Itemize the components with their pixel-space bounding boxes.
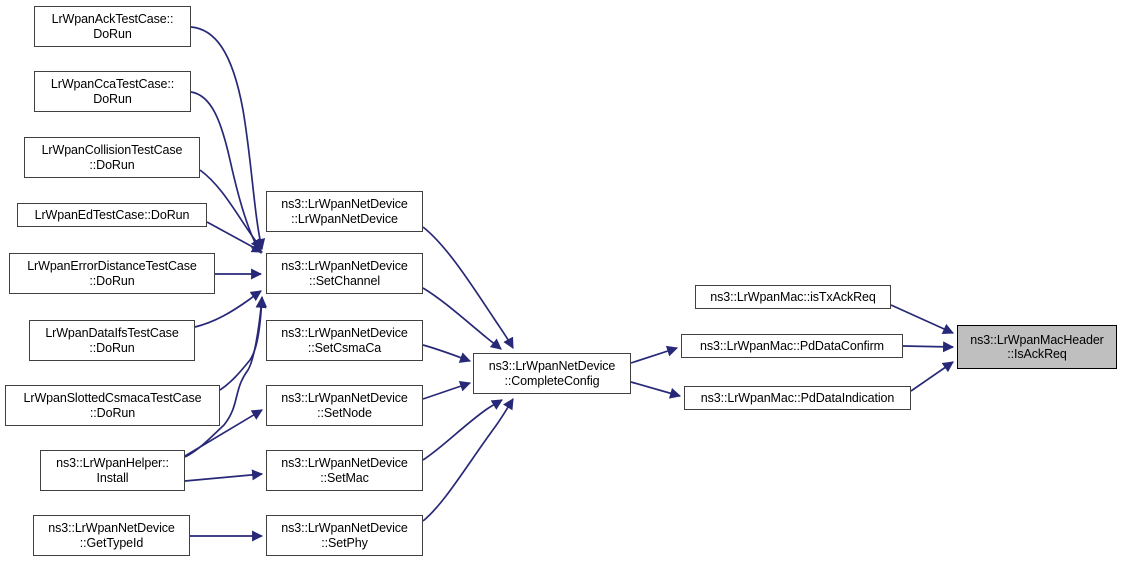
edge-complete-to-pddataconfirm [630, 345, 679, 364]
node-label-dataifs: LrWpanDataIfsTestCase ::DoRun [45, 326, 179, 355]
node-setmac[interactable]: ns3::LrWpanNetDevice ::SetMac [266, 450, 423, 491]
node-setcsmaca[interactable]: ns3::LrWpanNetDevice ::SetCsmaCa [266, 320, 423, 361]
node-errordist[interactable]: LrWpanErrorDistanceTestCase ::DoRun [9, 253, 215, 294]
edge-setmac-to-complete [422, 399, 503, 461]
node-label-setphy: ns3::LrWpanNetDevice ::SetPhy [281, 521, 408, 550]
node-label-setnode: ns3::LrWpanNetDevice ::SetNode [281, 391, 408, 420]
edge-istxackreq-to-macheader [890, 304, 955, 334]
node-pddataind[interactable]: ns3::LrWpanMac::PdDataIndication [684, 386, 911, 410]
node-label-slotted: LrWpanSlottedCsmacaTestCase ::DoRun [23, 391, 202, 420]
edge-dataifs-to-setchannel [194, 290, 262, 328]
edge-ctor-to-complete [422, 226, 514, 349]
edge-install-to-setchannel [184, 296, 267, 458]
node-istxackreq[interactable]: ns3::LrWpanMac::isTxAckReq [695, 285, 891, 309]
node-label-install: ns3::LrWpanHelper:: Install [56, 456, 169, 485]
edge-setnode-to-complete [422, 380, 472, 400]
node-ed[interactable]: LrWpanEdTestCase::DoRun [17, 203, 207, 227]
node-collision[interactable]: LrWpanCollisionTestCase ::DoRun [24, 137, 200, 178]
node-install[interactable]: ns3::LrWpanHelper:: Install [40, 450, 185, 491]
node-cca[interactable]: LrWpanCcaTestCase:: DoRun [34, 71, 191, 112]
edge-setphy-to-complete [422, 398, 514, 522]
node-label-pddataind: ns3::LrWpanMac::PdDataIndication [700, 390, 895, 405]
node-label-ed: LrWpanEdTestCase::DoRun [34, 207, 190, 222]
edge-setcsmaca-to-complete [422, 344, 472, 363]
edge-complete-to-pddataind [630, 381, 682, 399]
node-setphy[interactable]: ns3::LrWpanNetDevice ::SetPhy [266, 515, 423, 556]
node-label-pddataconfirm: ns3::LrWpanMac::PdDataConfirm [700, 338, 884, 353]
node-slotted[interactable]: LrWpanSlottedCsmacaTestCase ::DoRun [5, 385, 220, 426]
node-gettypeid[interactable]: ns3::LrWpanNetDevice ::GetTypeId [33, 515, 190, 556]
node-label-istxackreq: ns3::LrWpanMac::isTxAckReq [710, 289, 876, 304]
node-label-errordist: LrWpanErrorDistanceTestCase ::DoRun [27, 259, 197, 288]
node-label-setmac: ns3::LrWpanNetDevice ::SetMac [281, 456, 408, 485]
node-setnode[interactable]: ns3::LrWpanNetDevice ::SetNode [266, 385, 423, 426]
edge-ed-to-setchannel [206, 221, 263, 253]
node-label-gettypeid: ns3::LrWpanNetDevice ::GetTypeId [48, 521, 175, 550]
node-ctor[interactable]: ns3::LrWpanNetDevice ::LrWpanNetDevice [266, 191, 423, 232]
edge-install-to-setmac [184, 469, 264, 482]
node-label-ctor: ns3::LrWpanNetDevice ::LrWpanNetDevice [281, 197, 408, 226]
node-complete[interactable]: ns3::LrWpanNetDevice ::CompleteConfig [473, 353, 631, 394]
node-label-ack: LrWpanAckTestCase:: DoRun [51, 12, 174, 41]
node-ack[interactable]: LrWpanAckTestCase:: DoRun [34, 6, 191, 47]
node-label-macheader: ns3::LrWpanMacHeader ::IsAckReq [970, 332, 1104, 361]
edge-setchannel-to-complete [422, 287, 502, 350]
node-macheader[interactable]: ns3::LrWpanMacHeader ::IsAckReq [957, 325, 1117, 369]
node-dataifs[interactable]: LrWpanDataIfsTestCase ::DoRun [29, 320, 195, 361]
node-setchannel[interactable]: ns3::LrWpanNetDevice ::SetChannel [266, 253, 423, 294]
node-label-setcsmaca: ns3::LrWpanNetDevice ::SetCsmaCa [281, 326, 408, 355]
node-label-complete: ns3::LrWpanNetDevice ::CompleteConfig [488, 359, 616, 388]
edge-pddataconfirm-to-macheader [902, 341, 955, 353]
node-label-setchannel: ns3::LrWpanNetDevice ::SetChannel [281, 259, 408, 288]
edge-install-to-setnode [184, 409, 263, 457]
node-label-cca: LrWpanCcaTestCase:: DoRun [50, 77, 175, 106]
node-pddataconfirm[interactable]: ns3::LrWpanMac::PdDataConfirm [681, 334, 903, 358]
node-label-collision: LrWpanCollisionTestCase ::DoRun [41, 143, 183, 172]
edge-ack-to-setchannel [190, 26, 266, 251]
edge-pddataind-to-macheader [910, 361, 954, 392]
